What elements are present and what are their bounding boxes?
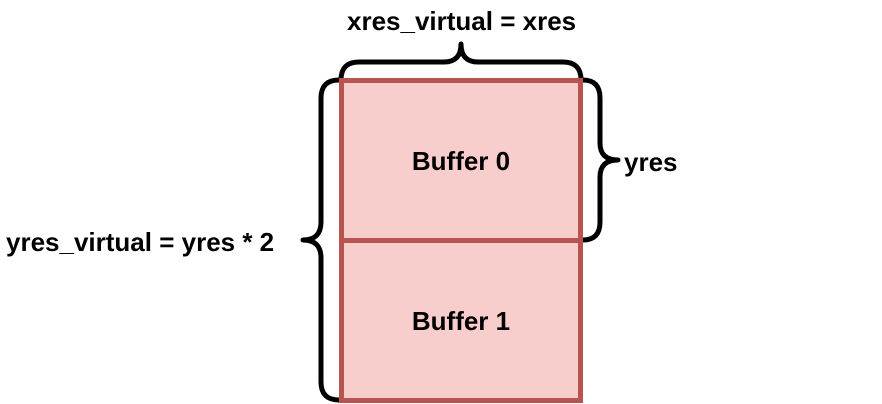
buffer-1-box: Buffer 1	[339, 238, 583, 403]
right-brace	[580, 77, 621, 243]
yres-virtual-label: yres_virtual = yres * 2	[6, 227, 275, 257]
xres-virtual-label: xres_virtual = xres	[347, 6, 577, 36]
buffer-1-label: Buffer 1	[411, 305, 511, 336]
buffer-0-box: Buffer 0	[339, 78, 583, 243]
yres-label: yres	[624, 147, 678, 177]
left-brace	[300, 77, 342, 403]
top-brace	[338, 41, 584, 83]
buffer-0-label: Buffer 0	[411, 145, 511, 176]
